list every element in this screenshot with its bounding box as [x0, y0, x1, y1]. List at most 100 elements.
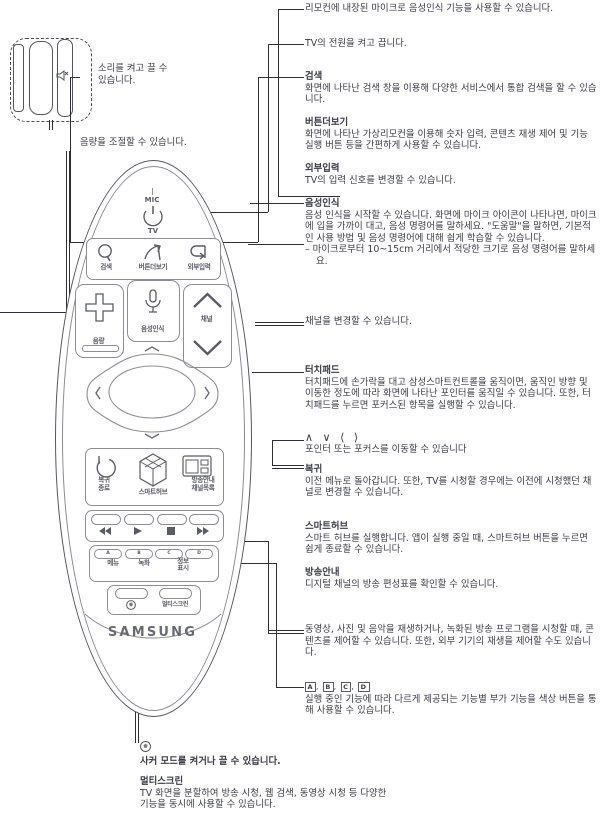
leader-return-h2 — [272, 468, 304, 469]
leader-channel-h — [255, 322, 304, 323]
soccer-ball-icon — [140, 741, 151, 752]
callout-voice-body: 음성 인식을 시작할 수 있습니다. 화면에 마이크 아이콘이 나타나면, 마이… — [305, 209, 597, 244]
leader-color-h — [276, 687, 304, 688]
callout-power: TV의 전원을 켜고 끕니다. — [305, 38, 407, 49]
more-buttons-label: 버튼더보기 — [138, 263, 168, 271]
callout-more-title: 버튼더보기 — [305, 117, 349, 128]
touchpad-down-arrow — [144, 433, 160, 439]
callout-touchpad-body: 터치패드에 손가락을 대고 삼성스마트컨트롤을 움직이면, 움직인 방향 및 이… — [305, 376, 591, 411]
remote-body-inner-outline — [62, 166, 245, 711]
callout-smarthub-body: 스마트 허브를 실행합니다. 앱이 실행 중일 때, 스마트허브 버튼을 누르면… — [305, 532, 588, 556]
remote-side-face — [29, 41, 53, 115]
callout-search-title: 검색 — [305, 71, 323, 82]
stop-icon — [167, 527, 175, 535]
soccer-ball-icon — [126, 600, 136, 610]
callout-direction-body: 포인터 또는 포커스를 이동할 수 있습니다 — [305, 443, 467, 455]
search-icon[interactable] — [95, 243, 117, 263]
leader-touchpad-h — [252, 372, 304, 373]
callout-voice-note: – 마이크로부터 10~15cm 거리에서 적당한 크기로 음성 명령어를 말하… — [305, 244, 596, 267]
mute-caption: 소리를 켜고 끌 수 있습니다. — [98, 63, 168, 86]
guide-label-2: 채널목록 — [191, 484, 215, 492]
brand-logo: SAMSUNG — [107, 625, 198, 640]
smarthub-icon[interactable] — [137, 453, 169, 487]
multiscreen-label: 멀티스크린 — [161, 601, 189, 608]
forward-button[interactable] — [189, 514, 219, 525]
soccer-mode-button[interactable] — [115, 588, 148, 599]
power-button[interactable] — [141, 205, 165, 227]
callout-mic: 리모컨에 내장된 마이크로 음성인식 기능을 사용할 수 있습니다. — [305, 3, 554, 14]
callout-multiscreen-body: TV 화면을 분할하여 방송 시청, 웹 검색, 동영상 시청 등 다양한 기능… — [140, 787, 387, 811]
color-button-d[interactable]: D — [185, 549, 213, 559]
volume-leader-vertical — [66, 151, 67, 312]
search-label: 검색 — [100, 263, 112, 271]
return-icon[interactable] — [93, 454, 119, 478]
more-buttons-icon[interactable] — [141, 243, 165, 263]
callout-return-title: 복귀 — [305, 464, 323, 475]
leader-group-top — [70, 77, 80, 78]
mute-button-inset — [10, 38, 92, 122]
callout-return-body: 이전 메뉴로 돌아갑니다. 또한, TV를 시청할 경우에는 이전에 시청했던 … — [305, 475, 592, 499]
remote-bottom-curve — [84, 613, 222, 639]
channel-label: 채널 — [200, 315, 213, 323]
record-label: 녹화 — [138, 559, 150, 567]
mic-hole — [152, 188, 153, 195]
menu-label: 메뉴 — [107, 559, 119, 567]
smarthub-label: 스마트허브 — [138, 488, 168, 496]
color-button-glyphs: A, B, C, D — [305, 681, 597, 694]
callout-direction-arrows: ∧ ∨ ⟨ ⟩ — [305, 431, 362, 444]
multiscreen-button[interactable] — [159, 588, 192, 599]
callout-guide-body: 디지털 채널의 방송 편성표를 확인할 수 있습니다. — [305, 578, 499, 590]
leader-mic-to-remote — [278, 196, 340, 197]
voice-label: 음성인식 — [140, 325, 165, 333]
callout-channel: 채널을 변경할 수 있습니다. — [305, 316, 412, 327]
callout-media-body: 동영상, 사진 및 음악을 재생하거나, 녹화된 방송 프로그램을 시청할 때,… — [305, 624, 594, 659]
leader-direction-h — [272, 440, 304, 441]
guide-label-1: 방송안내 — [191, 476, 215, 484]
callout-color-body: 실행 중인 기능에 따라 다르게 제공되는 기능별 부가 기능을 색상 버튼을 … — [305, 693, 597, 717]
rewind-button[interactable] — [91, 514, 121, 525]
stop-button[interactable] — [157, 514, 187, 525]
voice-button[interactable] — [127, 280, 180, 342]
callout-touchpad-title: 터치패드 — [305, 365, 340, 376]
leader-media-h2 — [268, 633, 304, 634]
volume-leader-vertical-2 — [69, 151, 70, 312]
info-label-2: 표시 — [177, 564, 189, 572]
leader-power-h — [268, 44, 304, 45]
leader-power-v — [268, 44, 269, 212]
tv-label: TV — [147, 227, 159, 235]
remote-side-edge — [13, 44, 24, 112]
leader-mic-h — [278, 9, 304, 10]
return-label-2: 종료 — [98, 484, 110, 492]
callout-more-body: 화면에 나타난 가상리모컨을 이용해 숫자 입력, 콘텐츠 재생 제어 및 기능… — [305, 128, 588, 152]
info-label-1: 정보 — [177, 557, 189, 565]
guide-icon[interactable] — [181, 454, 213, 478]
color-button-c[interactable]: C — [155, 549, 183, 559]
mute-speaker-icon — [55, 69, 69, 82]
leader-group-h — [258, 77, 304, 78]
volume-button[interactable] — [75, 284, 124, 358]
leader-mic-v — [278, 9, 279, 196]
volume-caption: 음량을 조절할 수 있습니다. — [80, 137, 187, 148]
leader-group-v — [258, 77, 259, 242]
touchpad-up-arrow — [144, 346, 160, 352]
leader-voice-h — [248, 244, 304, 245]
external-input-icon[interactable] — [183, 244, 209, 262]
callout-smarthub-title: 스마트허브 — [305, 521, 349, 532]
channel-button[interactable] — [183, 284, 232, 368]
color-button-a[interactable]: A — [94, 549, 122, 559]
mute-key-side — [57, 39, 73, 117]
leader-group-left-v — [70, 77, 71, 242]
callout-multiscreen-title: 멀티스크린 — [140, 776, 184, 788]
inset-stem — [49, 120, 50, 130]
touchpad[interactable] — [85, 352, 220, 434]
play-button[interactable] — [124, 514, 154, 525]
color-button-b[interactable]: B — [125, 549, 153, 559]
volume-label: 음량 — [92, 337, 105, 345]
callout-ext-body: TV의 입력 신호를 변경할 수 있습니다. — [305, 174, 456, 186]
callout-ext-title: 외부입력 — [305, 163, 340, 174]
leader-channel-h2 — [255, 325, 304, 326]
volume-leader-horizontal — [0, 312, 69, 313]
leader-media-to-remote — [232, 541, 268, 542]
leader-media-h — [268, 630, 304, 631]
volume-bottom-pill — [82, 345, 119, 352]
